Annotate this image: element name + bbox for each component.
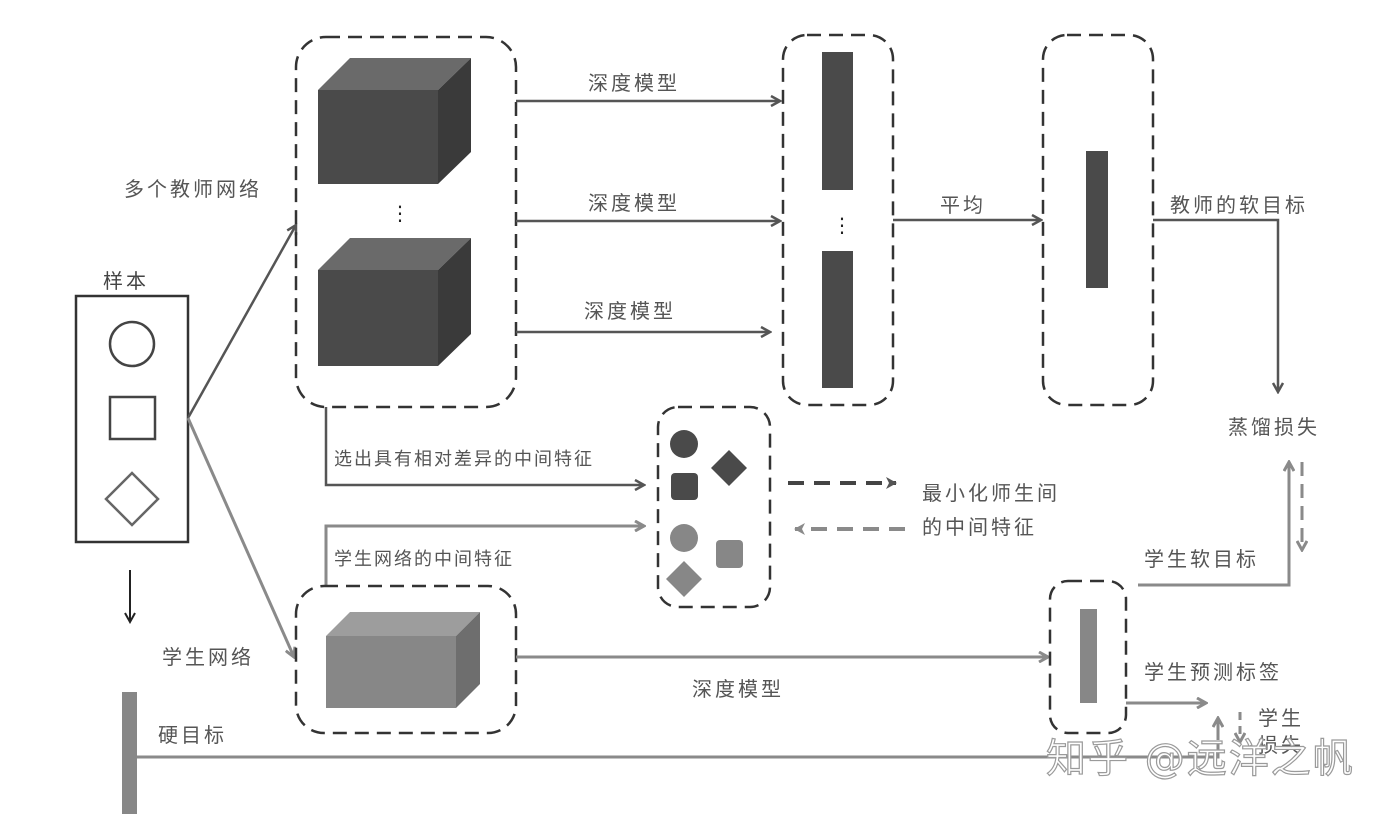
sample-diamond-icon <box>104 471 160 527</box>
minimize-label-line1: 最小化师生间 <box>922 481 1060 505</box>
teacher-feature-circle-icon <box>670 430 698 458</box>
select-features-label: 选出具有相对差异的中间特征 <box>334 449 594 470</box>
deep-model-label-2: 深度模型 <box>588 191 680 215</box>
samples-box <box>74 294 190 544</box>
minimize-label-line2: 的中间特征 <box>922 515 1037 539</box>
student-deep-model-label: 深度模型 <box>692 677 784 701</box>
sample-to-student-arrow <box>186 417 294 657</box>
select-features-arrow <box>324 407 644 485</box>
samples-group: 样本 <box>74 269 190 622</box>
intermediate-features-box <box>656 405 772 609</box>
student-feature-circle-icon <box>670 524 698 552</box>
deep-model-label-3: 深度模型 <box>584 299 676 323</box>
student-features-label: 学生网络的中间特征 <box>334 549 514 570</box>
student-pred-label: 学生预测标签 <box>1144 660 1282 684</box>
teacher-ellipsis: ⋮ <box>390 201 410 225</box>
teacher-output-bar-2 <box>822 251 853 388</box>
hard-target-bar <box>122 692 137 814</box>
hard-target-label: 硬目标 <box>158 723 227 747</box>
student-soft-target-label: 学生软目标 <box>1144 547 1259 571</box>
teacher-networks-label: 多个教师网络 <box>124 177 262 201</box>
teacher-feature-square-icon <box>671 473 698 500</box>
student-output-bar <box>1080 609 1097 703</box>
deep-model-label-1: 深度模型 <box>588 71 680 95</box>
samples-label: 样本 <box>103 269 149 293</box>
sample-circle-icon <box>108 320 156 368</box>
average-label: 平均 <box>940 193 986 217</box>
teacher-cube-2 <box>318 238 471 366</box>
student-features-arrow <box>324 526 644 586</box>
watermark: 知乎 @远洋之帆 <box>1046 736 1355 782</box>
teacher-outputs-box <box>781 33 895 407</box>
student-feature-diamond-icon <box>666 561 702 597</box>
distillation-loss-label: 蒸馏损失 <box>1228 415 1320 439</box>
student-cube <box>326 612 480 708</box>
student-feature-square-icon <box>716 540 743 568</box>
teacher-outputs-ellipsis: ⋮ <box>832 213 852 237</box>
sample-to-teachers-arrow <box>186 225 296 419</box>
teacher-soft-target-label: 教师的软目标 <box>1170 193 1308 217</box>
averaged-teacher-box <box>1041 33 1155 407</box>
student-soft-target-arrow <box>1138 462 1289 587</box>
student-output-box <box>1048 579 1128 735</box>
hard-target-line <box>137 742 1220 759</box>
teacher-output-bar-1 <box>822 52 853 190</box>
teacher-soft-target-arrow <box>1153 218 1278 392</box>
student-network-label: 学生网络 <box>162 645 254 669</box>
teacher-feature-diamond-icon <box>711 450 747 486</box>
student-network-box <box>294 584 518 735</box>
student-loss-label-line2: 损失 <box>1258 733 1304 757</box>
averaged-teacher-bar <box>1086 151 1108 288</box>
teacher-cube-1 <box>318 58 471 184</box>
sample-square-icon <box>108 395 157 441</box>
student-loss-label-line1: 学生 <box>1258 706 1304 730</box>
